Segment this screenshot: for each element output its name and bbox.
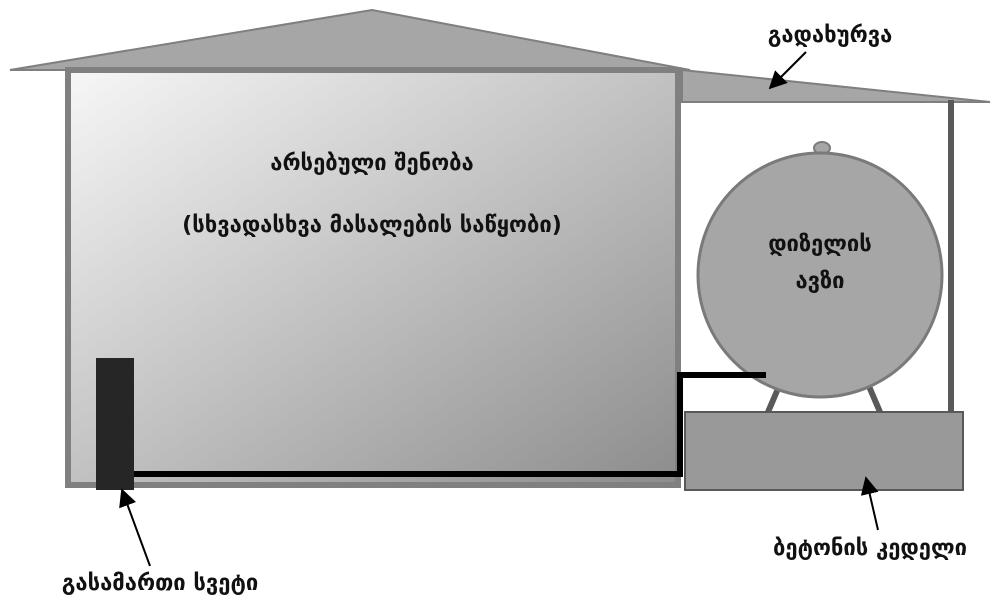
- concrete-wall: [684, 411, 964, 491]
- grounding-pole: [96, 358, 134, 490]
- roof-label: გადახურვა: [768, 23, 893, 48]
- existing-building: [65, 67, 681, 488]
- tank-leg-right: [865, 382, 883, 414]
- roof-label-arrow: [768, 51, 807, 90]
- concrete-wall-label: ბეტონის კედელი: [773, 536, 967, 561]
- diesel-tank: [696, 151, 944, 399]
- tank-label-line1: დიზელის: [768, 232, 872, 257]
- building-label-line2: (სხვადასხვა მასალების საწყობი): [182, 213, 562, 238]
- wall-label-arrow: [860, 476, 879, 531]
- fuel-pipe: [128, 372, 766, 477]
- main-roof: [9, 8, 691, 71]
- building-label-line1: არსებული შენობა: [270, 151, 473, 176]
- tank-label-line2: ავზი: [795, 269, 844, 294]
- grounding-pole-label: გასამართი სვეტი: [62, 571, 259, 596]
- canopy-roof: [681, 68, 991, 103]
- pole-label-arrow: [119, 488, 151, 567]
